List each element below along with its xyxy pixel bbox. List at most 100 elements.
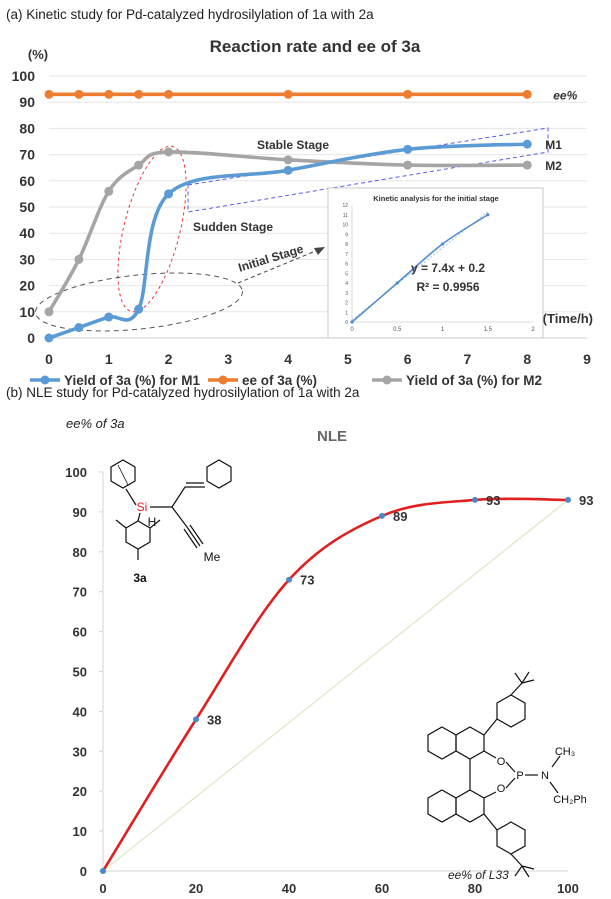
sudden-stage-label: Sudden Stage	[193, 220, 273, 234]
chart-a-data-point	[134, 160, 144, 170]
chart-a-x-tick-label: 2	[165, 351, 173, 367]
chart-a-data-point	[44, 333, 54, 343]
chart-b-y-tick-label: 80	[73, 545, 87, 560]
inset-y-tick-label: 10	[342, 223, 348, 229]
l33-tbu	[521, 865, 530, 878]
inset-data-point	[395, 281, 399, 285]
chart-a-x-tick-label: 0	[45, 351, 53, 367]
chart-b-data-label: 89	[393, 509, 407, 524]
legend-swatch-marker	[218, 375, 228, 385]
chart-a-data-point	[104, 186, 114, 196]
inset-y-tick-label: 7	[345, 252, 348, 258]
chart-a-ylabel: (%)	[28, 47, 48, 62]
chart-a-y-tick-label: 80	[19, 120, 35, 136]
3a-bond	[137, 512, 141, 522]
ligand-l33-structure	[427, 671, 561, 878]
inset-data-point	[486, 213, 490, 217]
chart-b-data-label: 38	[207, 712, 221, 727]
l33-tbu	[521, 865, 535, 870]
chart-a-data-point	[134, 89, 144, 99]
inset-frame	[327, 187, 544, 339]
inset-r2: R² = 0.9956	[416, 280, 479, 294]
inset-y-tick-label: 5	[345, 271, 348, 277]
3a-methyl	[149, 519, 161, 529]
panel-b: (b) NLE study for Pd-catalyzed hydrosily…	[6, 385, 593, 896]
inset-chart: Kinetic analysis for the initial stage 0…	[327, 187, 544, 339]
chart-a-data-point	[134, 304, 144, 314]
inset-y-tick-label: 12	[342, 203, 348, 209]
chart-b-x-tick-label: 20	[189, 881, 203, 896]
l33-n-methyl-bond	[551, 755, 561, 768]
chart-a-x-tick-label: 5	[344, 351, 352, 367]
3a-phenyl-ring-right	[206, 459, 232, 489]
chart-b-data-label: 93	[486, 493, 500, 508]
inset-equation: y = 7.4x + 0.2	[411, 261, 485, 275]
chart-a-y-tick-label: 20	[19, 278, 35, 294]
chart-a-series-end-label: M1	[545, 138, 562, 152]
l33-atom-p: P	[516, 770, 523, 782]
chart-a-y-tick-label: 60	[19, 173, 35, 189]
inset-x-tick-label: 1	[441, 327, 445, 333]
chart-b-y-tick-label: 100	[65, 465, 87, 480]
inset-series-line	[351, 214, 489, 323]
chart-a-x-tick-label: 6	[404, 351, 412, 367]
l33-atom-n: N	[541, 770, 549, 782]
3a-bond	[125, 488, 137, 506]
chart-a-data-point	[403, 160, 413, 170]
chart-a-data-point	[522, 89, 532, 99]
chart-a-data-point	[403, 89, 413, 99]
chart-b-series	[100, 496, 571, 874]
inset-y-tick-label: 1	[345, 310, 348, 316]
l33-atom-o-upper: O	[497, 756, 506, 768]
chart-a-data-point	[522, 139, 532, 149]
chart-a-data-point	[74, 254, 84, 264]
chart-b-data-point	[379, 512, 385, 519]
inset-y-tick-label: 8	[345, 242, 348, 248]
chart-b-y-tick-label: 70	[73, 585, 87, 600]
inset-x-tick-label: 1.5	[484, 327, 493, 333]
inset-y-tick-label: 4	[345, 281, 348, 287]
l33-bond	[483, 750, 497, 759]
chart-b-y-tick-label: 20	[73, 784, 87, 799]
chart-a-data-point	[283, 89, 293, 99]
chart-b-y-tick-label: 90	[73, 505, 87, 520]
l33-naphthyl-upper-b	[455, 726, 485, 760]
inset-data-point	[350, 320, 354, 324]
l33-naphthyl-lower-a	[427, 789, 457, 823]
chart-a-series	[44, 89, 532, 343]
chart-b-data-point	[565, 496, 571, 503]
chart-a-data-point	[283, 165, 293, 175]
chart-a-y-tick-label: 50	[19, 199, 35, 215]
3a-methyl	[115, 519, 127, 529]
l33-n-benzyl-bond	[549, 781, 559, 794]
inset-y-tick-label: 0	[345, 320, 348, 326]
l33-bond	[505, 761, 516, 773]
inset-x-tick-label: 2	[531, 327, 535, 333]
chart-a-data-point	[164, 189, 174, 199]
legend-entry-label: Yield of 3a (%) for M2	[406, 373, 542, 388]
compound-3a-structure	[110, 459, 232, 560]
stable-stage-label: Stable Stage	[257, 138, 329, 152]
chart-a-x-tick-label: 7	[464, 351, 472, 367]
chart-a-series-end-label: ee%	[553, 88, 577, 102]
chart-a-data-point	[283, 155, 293, 165]
3a-triple-bond	[183, 528, 198, 549]
legend-swatch-marker	[40, 375, 50, 385]
chart-b-x-tick-label: 40	[282, 881, 296, 896]
chart-a-y-tick-label: 30	[19, 251, 35, 267]
chart-a-data-point	[164, 89, 174, 99]
initial-stage-arrow	[237, 249, 319, 284]
chart-b-y-tick-label: 50	[73, 665, 87, 680]
initial-stage-ellipse	[35, 272, 243, 332]
3a-atom-si: Si	[137, 500, 148, 514]
chart-b-data-point	[100, 868, 106, 874]
l33-tbu	[521, 679, 535, 684]
chart-a-y-tick-label: 100	[12, 68, 36, 84]
chart-a-title: Reaction rate and ee of 3a	[210, 37, 421, 56]
